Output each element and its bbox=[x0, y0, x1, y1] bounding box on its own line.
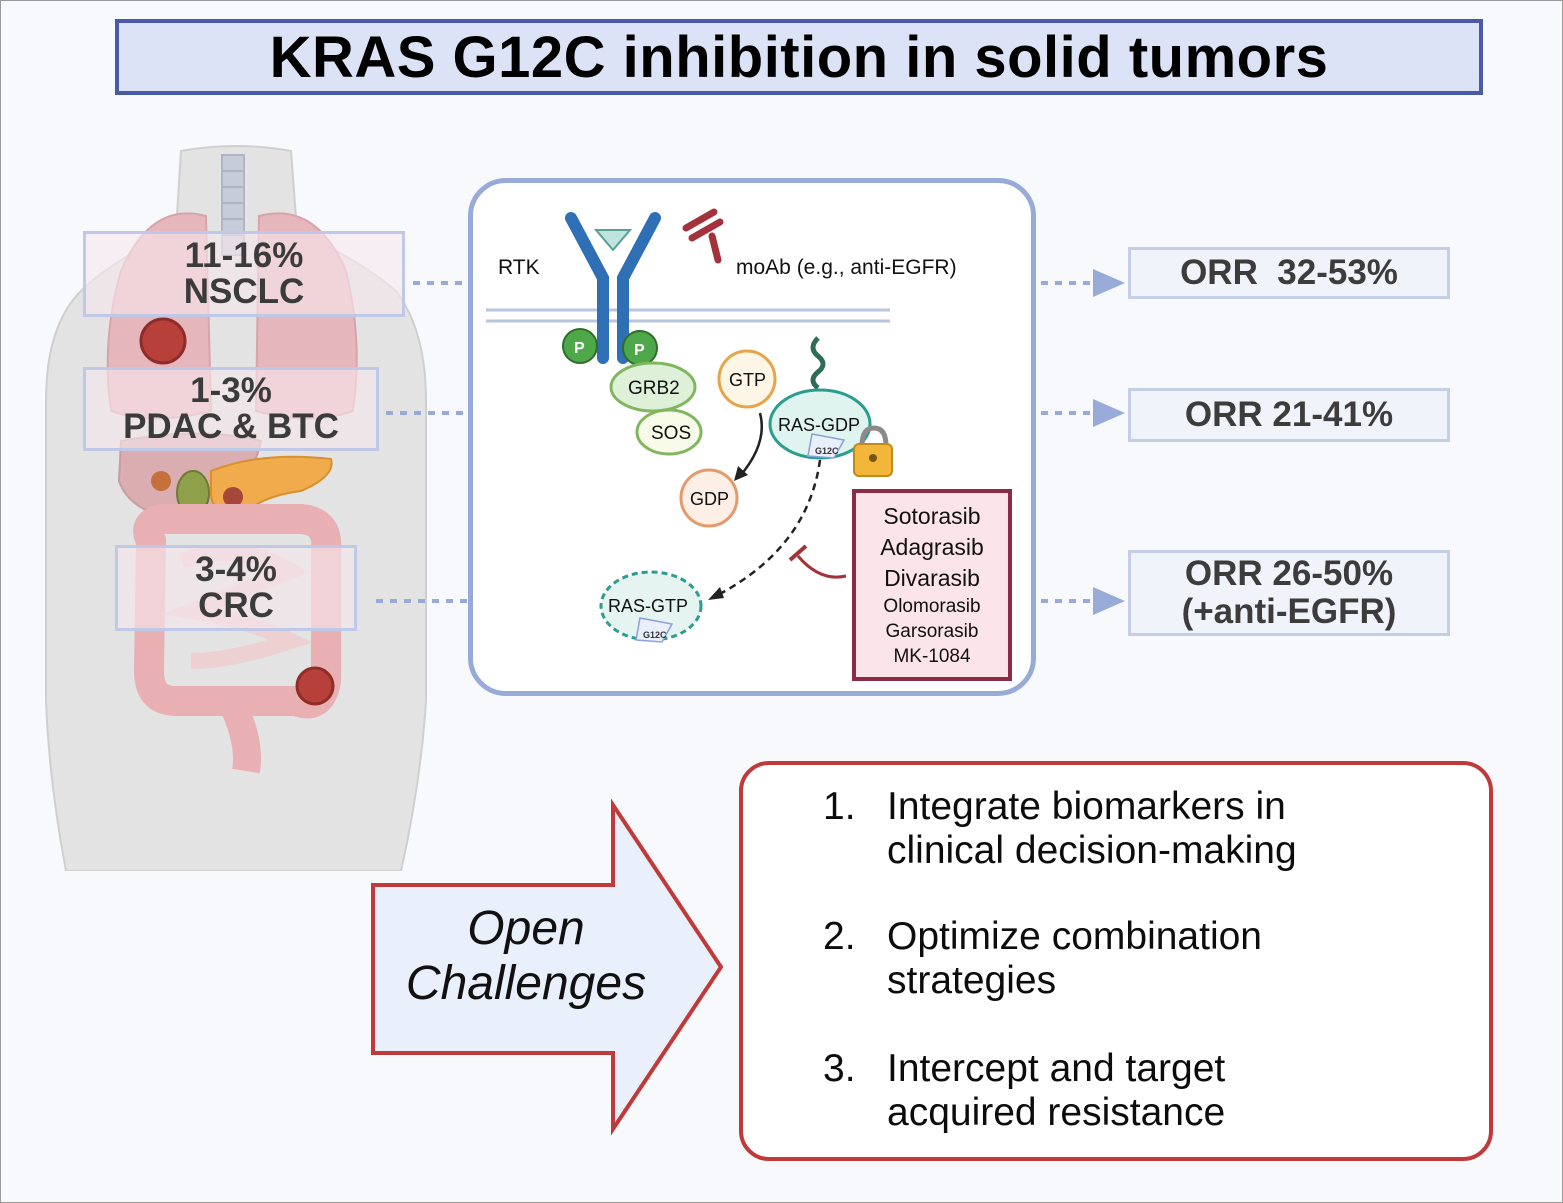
prevalence-percent: 1-3% bbox=[190, 371, 272, 410]
ras-gdp-node bbox=[768, 388, 872, 460]
mutation-label: G12C bbox=[815, 446, 839, 456]
open-challenges-line: Open bbox=[467, 902, 585, 955]
gtp-node bbox=[717, 349, 777, 409]
antibody-icon bbox=[682, 208, 724, 264]
gdp-label: GDP bbox=[690, 489, 729, 509]
grb2-node bbox=[609, 361, 697, 413]
lock-icon bbox=[853, 425, 893, 477]
sos-node bbox=[635, 408, 703, 456]
drug-name: Divarasib bbox=[884, 565, 980, 591]
orr-box-pdac-btc: ORR 21-41% bbox=[1128, 388, 1450, 442]
drug-name: Olomorasib bbox=[883, 596, 981, 617]
inhibition-line bbox=[796, 555, 847, 579]
drug-name: Sotorasib bbox=[883, 503, 981, 529]
title-banner: KRAS G12C inhibition in solid tumors bbox=[115, 19, 1483, 95]
kras-inhibitors-box: Sotorasib Adagrasib Divarasib Olomorasib… bbox=[852, 489, 1012, 681]
ras-gdp-label: RAS-GDP bbox=[778, 415, 860, 435]
challenge-number: 3. bbox=[823, 1047, 856, 1090]
prevalence-box-nsclc: 11-16% NSCLC bbox=[83, 231, 405, 317]
challenge-text: Optimize combination bbox=[887, 915, 1262, 958]
pathway-diagram: RTK moAb (e.g., anti-EGFR) P P GRB2 SOS … bbox=[486, 208, 957, 643]
phospho-label: P bbox=[574, 340, 585, 357]
arrowhead-orr-3 bbox=[1093, 587, 1125, 615]
sos-label: SOS bbox=[651, 423, 691, 444]
orr-value: ORR 26-50% bbox=[1184, 554, 1394, 593]
open-challenges-line: Challenges bbox=[405, 957, 647, 1010]
rectum bbox=[218, 694, 261, 774]
challenges-panel: 1. Integrate biomarkers in clinical deci… bbox=[739, 761, 1493, 1161]
prevalence-tumor: PDAC & BTC bbox=[123, 407, 339, 446]
orr-value: ORR 32-53% bbox=[1180, 253, 1398, 292]
rtk-label: RTK bbox=[498, 256, 540, 279]
biliary-tumor bbox=[151, 471, 171, 491]
prevalence-box-crc: 3-4% CRC bbox=[115, 545, 357, 631]
colon-tumor bbox=[295, 666, 335, 706]
challenge-number: 1. bbox=[823, 785, 856, 828]
mutation-label: G12C bbox=[643, 630, 667, 640]
drug-name: MK-1084 bbox=[893, 646, 971, 667]
prevalence-box-pdac-btc: 1-3% PDAC & BTC bbox=[83, 367, 379, 451]
exchange-arrow bbox=[739, 412, 764, 477]
ras-gtp-label: RAS-GTP bbox=[608, 596, 688, 616]
ligand bbox=[593, 229, 633, 252]
orr-combination: (+anti-EGFR) bbox=[1181, 592, 1397, 631]
open-challenges-label: Open Challenges bbox=[381, 901, 671, 1011]
moab-label: moAb (e.g., anti-EGFR) bbox=[736, 256, 957, 279]
gdp-node bbox=[679, 468, 739, 528]
challenge-number: 2. bbox=[823, 915, 856, 958]
challenge-text: acquired resistance bbox=[887, 1091, 1226, 1134]
challenge-text: strategies bbox=[887, 959, 1057, 1002]
rtk-receptor bbox=[565, 212, 661, 364]
gtp-label: GTP bbox=[729, 370, 766, 390]
phospho-circle bbox=[562, 328, 598, 364]
prevalence-tumor: NSCLC bbox=[183, 272, 305, 311]
prevalence-percent: 11-16% bbox=[184, 236, 304, 275]
pancreas-tumor bbox=[223, 487, 243, 507]
challenge-text: Intercept and target bbox=[887, 1047, 1226, 1090]
arrowhead-orr-2 bbox=[1093, 399, 1125, 427]
phospho-label: P bbox=[634, 342, 645, 359]
prevalence-tumor: CRC bbox=[198, 586, 274, 625]
figure-title: KRAS G12C inhibition in solid tumors bbox=[269, 24, 1329, 90]
orr-box-crc: ORR 26-50% (+anti-EGFR) bbox=[1128, 550, 1450, 636]
orr-value: ORR 21-41% bbox=[1184, 395, 1394, 434]
drug-name: Garsorasib bbox=[885, 621, 979, 642]
orr-box-nsclc: ORR 32-53% bbox=[1128, 247, 1450, 299]
lung-tumor bbox=[139, 317, 187, 365]
activation-arrow bbox=[715, 459, 822, 598]
drug-name: Adagrasib bbox=[880, 534, 984, 560]
prevalence-percent: 3-4% bbox=[195, 550, 277, 589]
arrowhead-orr-1 bbox=[1093, 269, 1125, 297]
grb2-label: GRB2 bbox=[628, 378, 680, 399]
ras-gtp-node bbox=[599, 570, 703, 642]
membrane-anchor bbox=[810, 336, 826, 390]
challenge-text: clinical decision-making bbox=[887, 829, 1297, 872]
challenge-text: Integrate biomarkers in bbox=[887, 785, 1286, 828]
